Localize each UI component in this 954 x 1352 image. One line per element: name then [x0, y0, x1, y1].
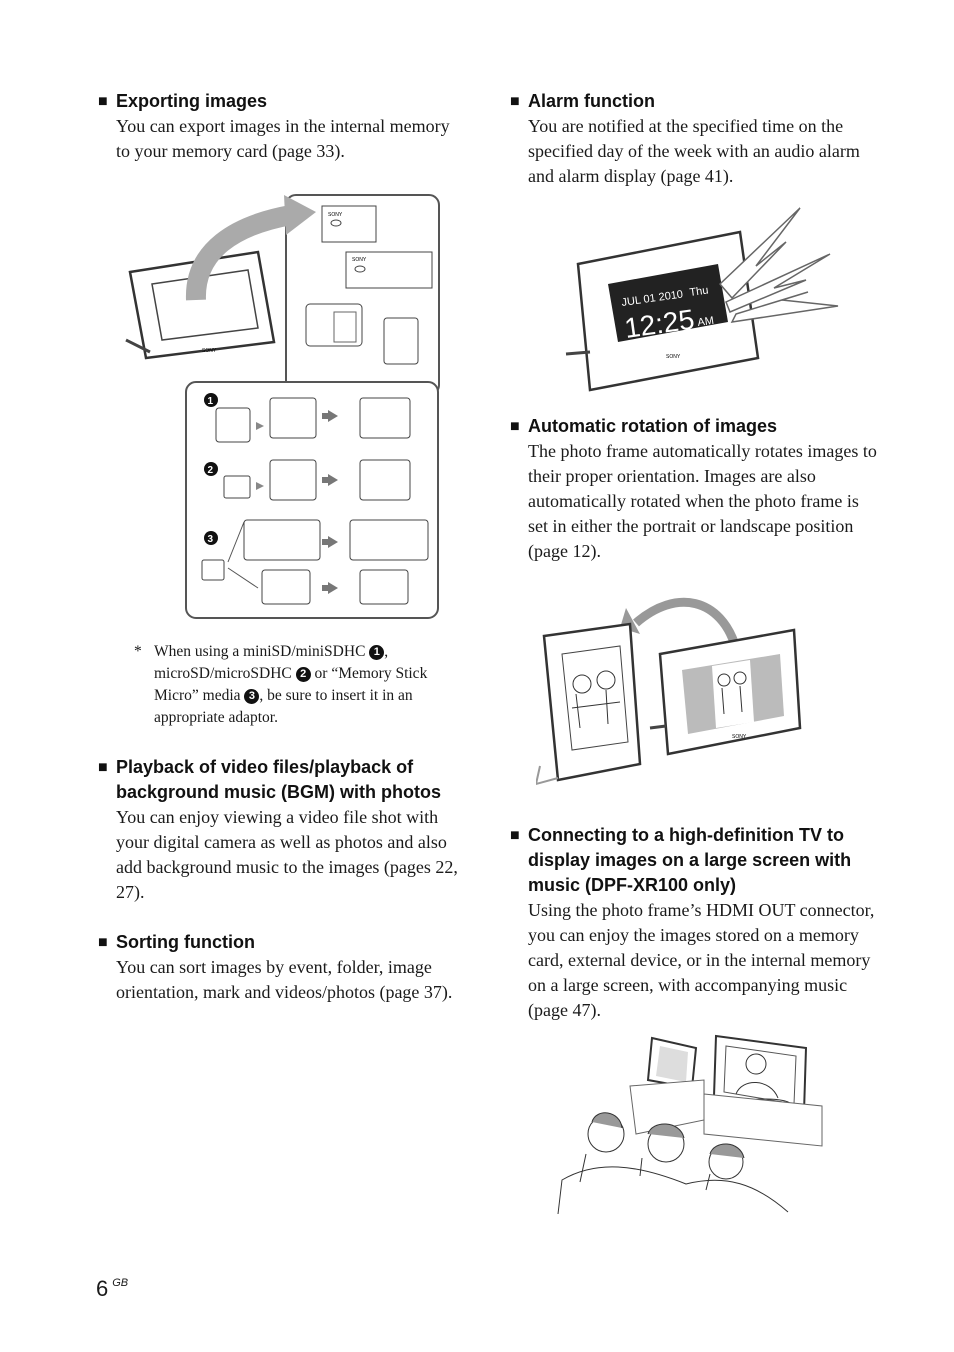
page-language-code: GB	[112, 1277, 129, 1289]
text-sorting: You can sort images by event, folder, im…	[116, 957, 453, 1002]
card-brand-label-1: SONY	[328, 212, 343, 218]
alarm-frame-brand: SONY	[666, 354, 681, 360]
alarm-day-text: Thu	[689, 284, 709, 299]
footnote-text: When using a miniSD/miniSDHC 1, microSD/…	[154, 643, 428, 726]
section-sorting: ■ Sorting function You can sort images b…	[98, 930, 468, 1005]
footnote-adaptor: * When using a miniSD/miniSDHC 1, microS…	[134, 641, 454, 729]
square-bullet-icon: ■	[98, 934, 108, 951]
heading-sorting: ■ Sorting function	[98, 930, 468, 955]
step-3-badge: 3	[208, 534, 214, 545]
square-bullet-icon: ■	[98, 759, 108, 776]
section-hdtv: ■ Connecting to a high-definition TV to …	[510, 823, 880, 1023]
square-bullet-icon: ■	[98, 93, 108, 110]
alarm-ampm-text: AM	[697, 315, 715, 329]
footnote-star: *	[134, 643, 142, 660]
number-badge-1: 1	[369, 645, 385, 660]
text-playback: You can enjoy viewing a video file shot …	[116, 807, 458, 902]
heading-playback: ■ Playback of video files/playback of ba…	[98, 757, 441, 802]
section-playback: ■ Playback of video files/playback of ba…	[98, 755, 468, 905]
section-exporting-images: ■ Exporting images You can export images…	[98, 89, 468, 164]
hdtv-living-room-illustration	[557, 1034, 823, 1214]
number-badge-2: 2	[295, 667, 311, 682]
number-badge-3: 3	[244, 689, 260, 704]
text-exporting-images: You can export images in the internal me…	[116, 116, 450, 161]
frame-brand-label: SONY	[202, 348, 217, 354]
export-memory-card-illustration: SONY SONY SONY 1 2 3	[125, 194, 440, 619]
heading-exporting-images: ■ Exporting images	[98, 89, 468, 114]
card-brand-label-2: SONY	[352, 257, 367, 263]
step-1-badge: 1	[208, 396, 214, 407]
text-rotation: The photo frame automatically rotates im…	[528, 441, 877, 561]
rotation-frame-brand: SONY	[732, 734, 747, 740]
section-alarm: ■ Alarm function You are notified at the…	[510, 89, 880, 189]
heading-alarm: ■ Alarm function	[510, 89, 880, 114]
alarm-frame-illustration: JUL 01 2010 Thu 12:25 AM SONY	[565, 207, 839, 392]
square-bullet-icon: ■	[510, 93, 520, 110]
heading-rotation: ■ Automatic rotation of images	[510, 414, 880, 439]
step-2-badge: 2	[208, 465, 214, 476]
text-alarm: You are notified at the specified time o…	[528, 116, 860, 186]
square-bullet-icon: ■	[510, 418, 520, 435]
heading-hdtv: ■ Connecting to a high-definition TV to …	[510, 825, 852, 895]
rotation-frames-illustration: SONY	[536, 597, 802, 786]
square-bullet-icon: ■	[510, 827, 520, 844]
text-hdtv: Using the photo frame’s HDMI OUT connect…	[528, 900, 875, 1020]
section-rotation: ■ Automatic rotation of images The photo…	[510, 414, 880, 564]
